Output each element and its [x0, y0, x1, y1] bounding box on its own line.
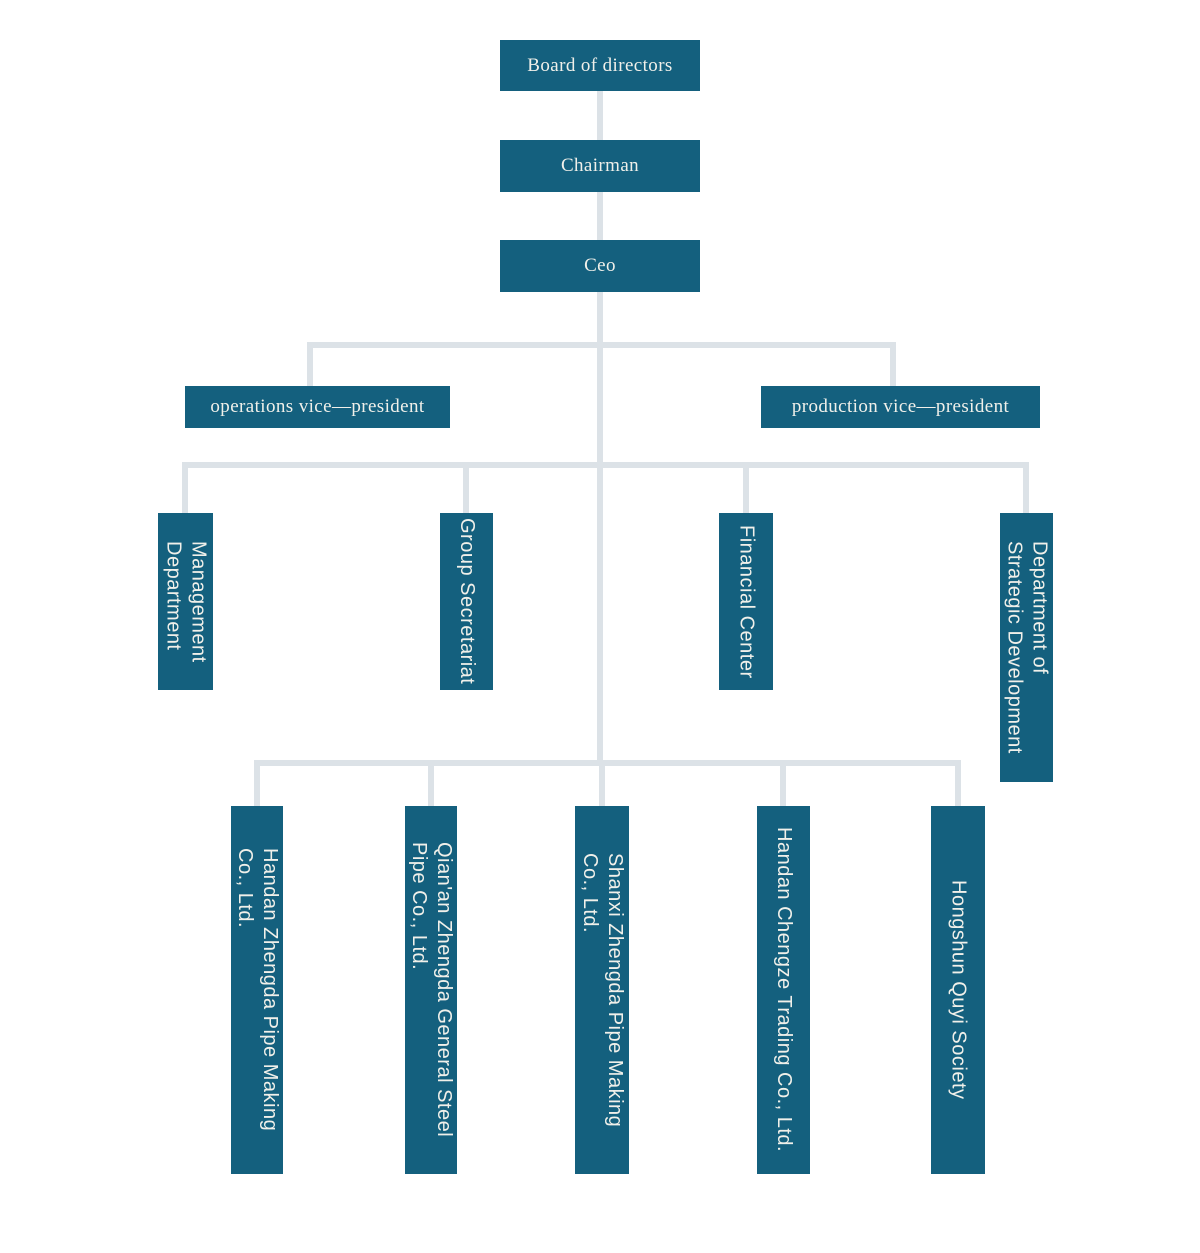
connector-vp-branch: [307, 342, 896, 348]
connector-department-branch: [182, 462, 1029, 468]
connector-drop-management-department: [182, 462, 188, 514]
node-strategic-development-label: Department of Strategic Development: [1003, 541, 1051, 754]
node-board-of-directors-label: Board of directors: [527, 54, 673, 76]
node-financial-center-label: Financial Center: [735, 524, 758, 679]
node-management-department-label: Management Department: [162, 540, 210, 663]
node-group-secretariat: Group Secretariat: [440, 513, 493, 690]
node-operations-vice-president: operations vice—president: [185, 386, 450, 428]
node-chairman-label: Chairman: [560, 155, 640, 176]
connector-drop-strategic-development: [1023, 462, 1029, 514]
node-shanxi-zhengda-pipe-making: Shanxi Zhengda Pipe Making Co., Ltd.: [575, 806, 629, 1174]
node-handan-zhengda-pipe-making-label: Handan Zhengda Pipe Making Co., Ltd.: [234, 848, 281, 1132]
node-strategic-development: Department of Strategic Development: [1000, 513, 1053, 782]
node-hongshun-quyi-society: Hongshun Quyi Society: [931, 806, 985, 1174]
node-qianan-zhengda-general-steel-pipe: Qian'an Zhengda General Steel Pipe Co., …: [405, 806, 457, 1174]
connector-drop-hongshun: [955, 760, 961, 806]
connector-drop-shanxi-zhengda: [599, 760, 605, 806]
connector-drop-handan-chengze: [780, 760, 786, 806]
node-ceo: Ceo: [500, 240, 700, 292]
node-handan-chengze-trading-label: Handan Chengze Trading Co., Ltd.: [773, 827, 795, 1153]
node-production-vice-president-label: production vice—president: [791, 396, 1010, 417]
node-handan-chengze-trading: Handan Chengze Trading Co., Ltd.: [757, 806, 810, 1174]
connector-drop-handan-zhengda: [254, 760, 260, 806]
connector-drop-production-vp: [890, 342, 896, 387]
node-hongshun-quyi-society-label: Hongshun Quyi Society: [947, 880, 970, 1100]
connector-trunk: [597, 90, 603, 766]
node-qianan-zhengda-general-steel-pipe-label: Qian'an Zhengda General Steel Pipe Co., …: [408, 842, 455, 1138]
connector-drop-group-secretariat: [463, 462, 469, 514]
node-board-of-directors: Board of directors: [500, 40, 700, 91]
connector-drop-financial-center: [743, 462, 749, 514]
node-handan-zhengda-pipe-making: Handan Zhengda Pipe Making Co., Ltd.: [231, 806, 283, 1174]
node-chairman: Chairman: [500, 140, 700, 192]
node-production-vice-president: production vice—president: [761, 386, 1040, 428]
connector-subsidiary-branch: [254, 760, 961, 766]
node-shanxi-zhengda-pipe-making-label: Shanxi Zhengda Pipe Making Co., Ltd.: [579, 852, 626, 1128]
node-ceo-label: Ceo: [584, 255, 616, 276]
node-operations-vice-president-label: operations vice—president: [210, 396, 425, 417]
node-financial-center: Financial Center: [719, 513, 773, 690]
node-group-secretariat-label: Group Secretariat: [456, 518, 478, 685]
connector-drop-operations-vp: [307, 342, 313, 387]
node-management-department: Management Department: [158, 513, 213, 690]
connector-drop-qianan-zhengda: [428, 760, 434, 806]
